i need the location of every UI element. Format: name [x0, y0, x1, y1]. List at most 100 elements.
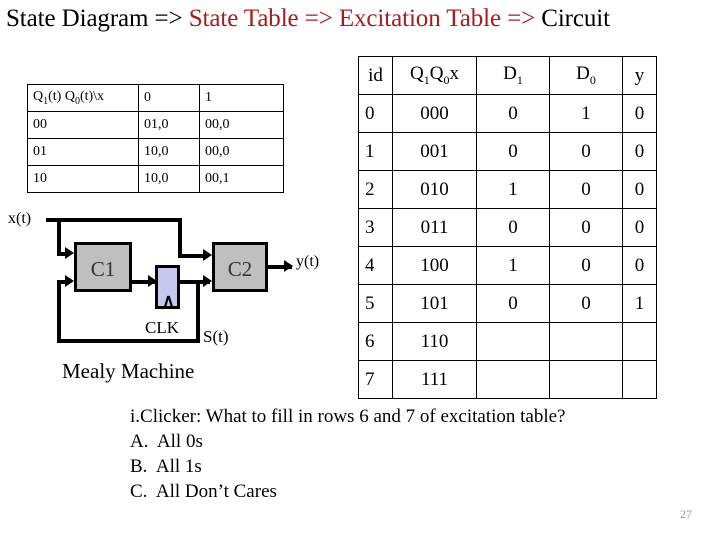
table-row: 7 111 — [358, 360, 657, 399]
label-clk: CLK — [145, 318, 179, 337]
exc-cell-qqx: 110 — [392, 322, 477, 361]
state-cell-in0: 01,0 — [138, 111, 200, 139]
title-part-accent: State Table => Excitation Table => — [188, 5, 536, 32]
exc-cell-id: 2 — [358, 170, 393, 209]
exc-cell-id: 5 — [358, 284, 393, 323]
exc-cell-d0: 0 — [549, 284, 623, 323]
wire-c2-output — [268, 265, 292, 269]
iclicker-question-block: i.Clicker: What to fill in rows 6 and 7 … — [130, 404, 565, 504]
wire-register-to-c2 — [180, 280, 210, 284]
arrow-c1-input-top — [65, 247, 74, 259]
arrow-c2-input-bottom — [203, 275, 212, 287]
table-row: 2 010 1 0 0 — [358, 170, 657, 209]
arrow-c1-input-bottom — [65, 275, 74, 287]
exc-cell-d1: 0 — [476, 284, 550, 323]
exc-header-d1: D1 — [476, 56, 550, 95]
exc-cell-id: 0 — [358, 94, 393, 133]
exc-cell-qqx: 001 — [392, 132, 477, 171]
exc-cell-y: 0 — [622, 208, 657, 247]
exc-cell-d1: 0 — [476, 208, 550, 247]
exc-cell-qqx: 100 — [392, 246, 477, 285]
wire-state-into-c1 — [57, 280, 69, 284]
state-cell-state: 00 — [27, 111, 139, 139]
exc-cell-d0: 0 — [549, 246, 623, 285]
arrow-c2-input-top — [203, 249, 212, 261]
arrow-output-yt — [284, 260, 293, 272]
state-table-header-corner: Q1(t) Q0(t)\x — [27, 84, 139, 112]
state-cell-in1: 00,0 — [199, 138, 284, 166]
exc-cell-id: 7 — [358, 360, 393, 399]
clock-edge-caret-icon: ∧ — [162, 291, 175, 310]
state-table-header-in1: 1 — [199, 84, 284, 112]
exc-cell-d1-empty — [476, 322, 550, 361]
exc-cell-y: 0 — [622, 132, 657, 171]
table-row-header: Q1(t) Q0(t)\x 0 1 — [27, 84, 284, 112]
title-part-plain-1: State Diagram => — [6, 5, 189, 32]
table-row-header: id Q1Q0x D1 D0 y — [358, 56, 657, 95]
exc-cell-d0: 0 — [549, 170, 623, 209]
exc-cell-d1-empty — [476, 360, 550, 399]
exc-cell-y: 0 — [622, 170, 657, 209]
exc-cell-qqx: 011 — [392, 208, 477, 247]
label-output-yt: y(t) — [296, 253, 320, 270]
arrow-register-input — [148, 275, 157, 287]
exc-cell-d0: 0 — [549, 132, 623, 171]
exc-cell-id: 6 — [358, 322, 393, 361]
exc-cell-d1: 1 — [476, 170, 550, 209]
wire-x-branch-down — [57, 218, 61, 254]
block-c2: C2 — [212, 242, 268, 292]
wire-state-feedback-down — [196, 280, 200, 343]
state-cell-in1: 00,0 — [199, 111, 284, 139]
exc-cell-d0: 1 — [549, 94, 623, 133]
exc-cell-d1: 0 — [476, 94, 550, 133]
block-c1: C1 — [74, 242, 132, 292]
label-state-st: S(t) — [203, 327, 229, 346]
state-cell-in0: 10,0 — [138, 138, 200, 166]
table-row: 01 10,0 00,0 — [27, 138, 284, 166]
exc-cell-id: 3 — [358, 208, 393, 247]
iclicker-question: i.Clicker: What to fill in rows 6 and 7 … — [130, 406, 566, 427]
exc-cell-id: 1 — [358, 132, 393, 171]
table-row: 4 100 1 0 0 — [358, 246, 657, 285]
state-table: Q1(t) Q0(t)\x 0 1 00 01,0 00,0 01 10,0 0… — [27, 84, 284, 193]
iclicker-option-a: A. All 0s — [130, 431, 203, 452]
iclicker-option-c: C. All Don’t Cares — [130, 481, 277, 502]
exc-cell-y: 1 — [622, 284, 657, 323]
page-title: State Diagram => State Table => Excitati… — [6, 4, 712, 33]
exc-cell-d0: 0 — [549, 208, 623, 247]
exc-cell-d1: 1 — [476, 246, 550, 285]
wire-x-into-c1 — [57, 252, 69, 256]
exc-header-y: y — [622, 56, 657, 95]
table-row: 1 001 0 0 0 — [358, 132, 657, 171]
state-register-block: ∧ — [155, 265, 180, 309]
block-c1-label: C1 — [90, 257, 116, 281]
table-row: 5 101 0 0 1 — [358, 284, 657, 323]
state-table-header-in0: 0 — [138, 84, 200, 112]
label-input-xt: x(t) — [8, 210, 32, 227]
exc-cell-y: 0 — [622, 246, 657, 285]
exc-header-id: id — [358, 56, 393, 95]
circuit-caption: Mealy Machine — [62, 359, 195, 383]
table-row: 6 110 — [358, 322, 657, 361]
exc-header-qqx: Q1Q0x — [392, 56, 477, 95]
excitation-table: id Q1Q0x D1 D0 y 0 000 0 1 0 1 001 0 0 0 — [358, 56, 657, 399]
state-cell-in0: 10,0 — [138, 165, 200, 193]
wire-x-into-c2 — [178, 254, 208, 258]
exc-cell-qqx: 101 — [392, 284, 477, 323]
wire-state-feedback-bottom — [57, 339, 200, 343]
state-cell-state: 01 — [27, 138, 139, 166]
exc-cell-y-empty — [622, 322, 657, 361]
table-row: 00 01,0 00,0 — [27, 111, 284, 139]
table-row: 3 011 0 0 0 — [358, 208, 657, 247]
state-cell-in1: 00,1 — [199, 165, 284, 193]
table-row: 10 10,0 00,1 — [27, 165, 284, 193]
page-number: 27 — [680, 507, 692, 521]
block-c2-label: C2 — [227, 257, 253, 281]
wire-x-to-c2-down — [178, 218, 182, 258]
wire-state-feedback-up — [57, 280, 61, 340]
title-part-plain-2: Circuit — [535, 5, 610, 32]
exc-cell-y-empty — [622, 360, 657, 399]
state-cell-state: 10 — [27, 165, 139, 193]
exc-cell-qqx: 000 — [392, 94, 477, 133]
